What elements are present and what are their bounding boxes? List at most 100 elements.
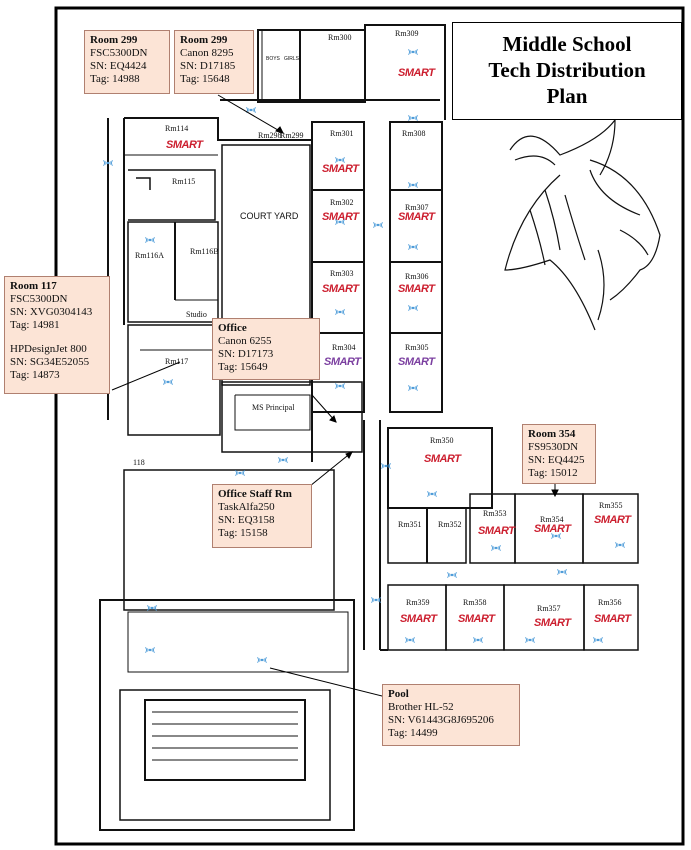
callout-line: SN: V61443G8J695206	[388, 714, 494, 726]
callout-line: Tag: 15649	[218, 361, 268, 373]
smart-board-logo-rm355: SMART	[594, 514, 632, 526]
callout-pool-printer[interactable]: Pool Brother HL-52 SN: V61443G8J695206 T…	[382, 684, 520, 746]
room-label-rm355: Rm355	[599, 501, 623, 510]
room-label-rm354: Rm354	[540, 515, 564, 524]
room-label-rm307: Rm307	[405, 203, 429, 212]
callout-line: Tag: 14981	[10, 319, 60, 331]
map-border	[54, 6, 685, 846]
wifi-access-point-icon	[373, 222, 383, 228]
callout-room299-printer-b[interactable]: Room 299 Canon 8295 SN: D17185 Tag: 1564…	[174, 30, 254, 94]
smart-board-logo-rm356: SMART	[594, 613, 632, 625]
wifi-access-point-icon	[381, 463, 391, 469]
wifi-access-point-icon	[147, 605, 157, 611]
callout-office-printer[interactable]: Office Canon 6255 SN: D17173 Tag: 15649	[212, 318, 320, 380]
room-label-rm114: Rm114	[165, 124, 188, 133]
smart-board-logo-rm304: SMART	[324, 356, 362, 368]
wifi-access-point-icon	[557, 569, 567, 575]
callout-line: Tag: 14873	[10, 369, 60, 381]
room-label-rm356: Rm356	[598, 598, 622, 607]
room-label-rm116a: Rm116A	[135, 251, 164, 260]
callout-heading: Office Staff Rm	[218, 488, 292, 500]
smart-board-logo-rm350: SMART	[424, 453, 462, 465]
callout-line: SN: D17185	[180, 60, 236, 72]
callout-line: Canon 8295	[180, 47, 234, 59]
room-label-rm358: Rm358	[463, 598, 487, 607]
callout-line: Brother HL-52	[388, 701, 454, 713]
smart-board-logo-rm305: SMART	[398, 356, 436, 368]
callout-line: SN: XVG0304143	[10, 306, 93, 318]
wifi-access-point-icon	[235, 470, 245, 476]
smart-board-logo-rm301: SMART	[322, 163, 360, 175]
room-label-rm306: Rm306	[405, 272, 429, 281]
viking-mascot-logo	[504, 118, 661, 331]
room-label-rm352: Rm352	[438, 520, 462, 529]
wifi-access-point-icon	[408, 115, 418, 121]
map-title: Middle School Tech Distribution Plan	[452, 22, 682, 120]
title-line-2: Tech Distribution	[488, 58, 646, 82]
wifi-access-point-icon	[405, 637, 415, 643]
smart-board-logo-rm306: SMART	[398, 283, 436, 295]
wifi-access-point-icon	[447, 572, 457, 578]
wifi-access-point-icon	[593, 637, 603, 643]
callout-spacer	[10, 332, 104, 343]
wifi-access-point-icon	[278, 457, 288, 463]
callout-room299-printer-a[interactable]: Room 299 FSC5300DN SN: EQ4424 Tag: 14988	[84, 30, 170, 94]
wifi-access-point-icon	[551, 533, 561, 539]
callout-line: SN: EQ3158	[218, 514, 275, 526]
callout-line: Tag: 15648	[180, 73, 230, 85]
ms-principal-label: MS Principal	[252, 403, 295, 412]
callout-line: FSC5300DN	[10, 293, 68, 305]
wifi-access-point-icon	[525, 637, 535, 643]
callout-heading: Room 299	[180, 34, 228, 46]
callout-line: SN: EQ4425	[528, 454, 585, 466]
room-label-rm305: Rm305	[405, 343, 429, 352]
wifi-icons	[103, 49, 625, 663]
callout-line: TaskAlfa250	[218, 501, 275, 513]
callout-line: Tag: 14499	[388, 727, 438, 739]
wifi-access-point-icon	[335, 219, 345, 225]
wifi-access-point-icon	[103, 160, 113, 166]
callout-line: Tag: 15158	[218, 527, 268, 539]
smart-board-logo-rm357: SMART	[534, 617, 572, 629]
wifi-access-point-icon	[163, 379, 173, 385]
smart-board-logo-rm303: SMART	[322, 283, 360, 295]
smart-board-logos: SMART SMART SMART SMART SMART SMART SMART SMART…	[166, 67, 633, 629]
room-label-rm300: Rm300	[328, 33, 352, 42]
room-label-rm359: Rm359	[406, 598, 430, 607]
callout-line: FSC5300DN	[90, 47, 148, 59]
smart-board-logo-rm359: SMART	[400, 613, 438, 625]
callout-line: Canon 6255	[218, 335, 272, 347]
callout-heading: Office	[218, 322, 247, 334]
callout-office-staff-printer[interactable]: Office Staff Rm TaskAlfa250 SN: EQ3158 T…	[212, 484, 312, 548]
callout-line: SN: SG34E52055	[10, 356, 90, 368]
building-walls	[99, 24, 639, 831]
callout-line: HPDesignJet 800	[10, 343, 87, 355]
room-label-rm350: Rm350	[430, 436, 454, 445]
smart-board-logo-rm353: SMART	[478, 525, 516, 537]
wifi-access-point-icon	[335, 383, 345, 389]
callout-room117-printers[interactable]: Room 117 FSC5300DN SN: XVG0304143 Tag: 1…	[4, 276, 110, 394]
room-label-rm304: Rm304	[332, 343, 356, 352]
boys-restroom-label: BOYS	[266, 56, 281, 62]
room-label-rm117: Rm117	[165, 357, 188, 366]
room-label-rm302: Rm302	[330, 198, 354, 207]
wifi-access-point-icon	[491, 545, 501, 551]
room-label-rm303: Rm303	[330, 269, 354, 278]
studio-label: Studio	[186, 310, 207, 319]
wifi-access-point-icon	[473, 637, 483, 643]
room-labels: Rm300 Rm309 Rm114 Rm298 Rm299 Rm301 Rm30…	[133, 29, 623, 613]
callout-heading: Room 354	[528, 428, 576, 440]
room-label-rm116b: Rm116B	[190, 247, 219, 256]
court-yard-label: COURT YARD	[240, 211, 299, 221]
wifi-access-point-icon	[408, 385, 418, 391]
wifi-access-point-icon	[615, 542, 625, 548]
smart-board-logo-rm302: SMART	[322, 211, 360, 223]
wifi-access-point-icon	[257, 657, 267, 663]
wifi-access-point-icon	[408, 305, 418, 311]
girls-restroom-label: GIRLS	[284, 56, 300, 62]
room-label-rm308: Rm308	[402, 129, 426, 138]
callout-heading: Room 117	[10, 280, 57, 292]
callout-room354-printer[interactable]: Room 354 FS9530DN SN: EQ4425 Tag: 15012	[522, 424, 596, 484]
